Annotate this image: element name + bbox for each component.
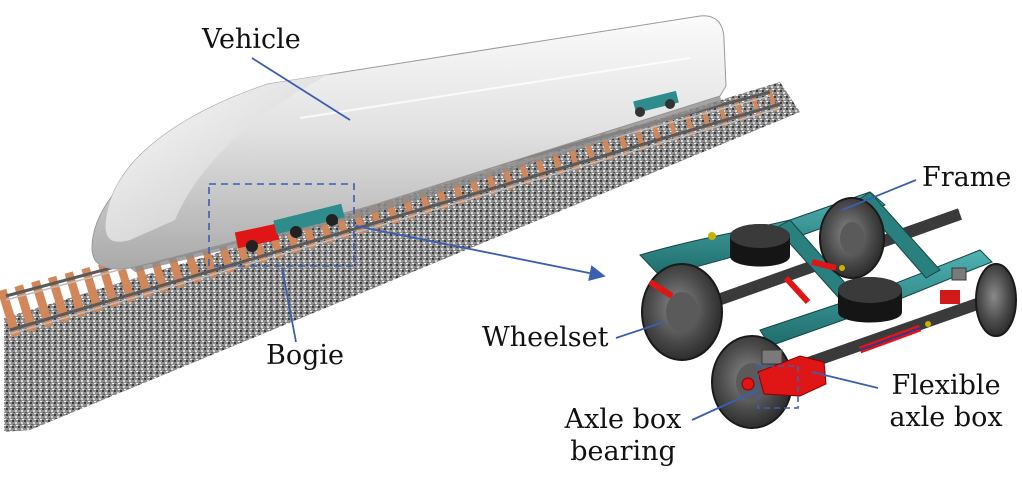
wheelset-label: Wheelset: [482, 322, 609, 353]
axle-box-bearing-label-line-1: Axle box: [564, 404, 682, 435]
dampers: [648, 232, 931, 354]
flexible-axle-box-label-line-2: axle box: [889, 402, 1003, 433]
frame-label: Frame: [922, 162, 1012, 193]
axle-box-bearing-label: Axle box bearing: [548, 404, 698, 468]
bogie-label: Bogie: [266, 340, 344, 371]
front-bogie: [234, 203, 345, 252]
vehicle-leader-line: [251, 57, 351, 121]
axle-box-bearing-leader-line: [691, 389, 759, 421]
axle-box-bearing-label-line-2: bearing: [570, 436, 676, 467]
bogie-detail-model: [639, 191, 1017, 429]
sleeper: [767, 89, 778, 112]
bogie-highlight-box: [208, 183, 355, 267]
flexible-axle-box-label: Flexible axle box: [876, 370, 1016, 434]
air-springs: [730, 224, 902, 323]
train-vehicle: [91, 15, 727, 272]
sleeper: [750, 93, 762, 117]
bogie-zoom-arrow: [355, 225, 606, 282]
primary-springs: [761, 267, 967, 365]
flexible-axle-box-leader-line: [811, 371, 879, 389]
axle-box-bearing-highlight-box: [757, 365, 799, 409]
sleeper: [717, 102, 729, 127]
flexible-axle-box-label-line-1: Flexible: [891, 370, 1001, 401]
frame-leader-line: [841, 179, 917, 211]
bogie-leader-line: [281, 267, 297, 343]
flexible-axle-box-part: [757, 355, 827, 397]
sleeper: [733, 98, 745, 122]
ballast-bed: [4, 82, 800, 432]
vehicle-label: Vehicle: [202, 24, 301, 55]
wheelset-leader-line: [615, 321, 665, 339]
rear-bogie: [633, 90, 679, 117]
leader-lines: [251, 57, 917, 421]
